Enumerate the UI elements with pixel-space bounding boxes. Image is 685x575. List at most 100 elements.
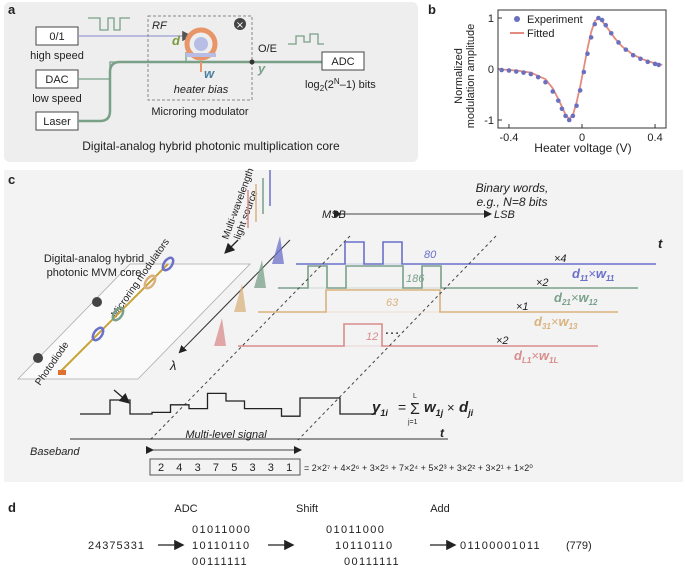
analog-pulse-icon xyxy=(288,33,324,45)
adc-bits-label: log2(2N–1) bits xyxy=(305,77,376,93)
time-axis-label: t xyxy=(658,236,663,251)
adc-box-label: ADC xyxy=(331,56,354,68)
microring-box xyxy=(147,15,253,101)
bit-waveform xyxy=(258,289,618,313)
light-arrow xyxy=(224,239,239,254)
experiment-point xyxy=(563,113,568,119)
eq-sum: Σ xyxy=(410,401,420,418)
row-value: 12 xyxy=(366,331,378,343)
row-multiplier: ×4 xyxy=(554,253,567,265)
mvm-title-line2: photonic MVM core xyxy=(47,267,142,279)
row-multiplier: ×2 xyxy=(536,277,549,289)
eq-sum-top: L xyxy=(413,393,417,400)
eq-w: w1j xyxy=(424,399,444,418)
experiment-point xyxy=(616,40,621,45)
oe-label: O/E xyxy=(258,43,277,55)
panel-b: b Normalized modulation amplitude 10-1 -… xyxy=(428,2,667,155)
expansion-text: = 2×2⁷ + 4×2⁶ + 3×2⁵ + 7×2⁴ + 5×2³ + 3×2… xyxy=(304,463,533,473)
row-multiplier: ×2 xyxy=(496,335,509,347)
y-label: y xyxy=(257,61,266,76)
row-value: 80 xyxy=(424,249,437,261)
experiment-point xyxy=(543,79,548,85)
panel-a-caption: Digital-analog hybrid photonic multiplic… xyxy=(82,139,340,153)
experiment-point xyxy=(499,67,504,73)
digital-pulse-icon xyxy=(88,17,130,31)
experiment-point xyxy=(599,17,605,23)
spectrum-peak-icon xyxy=(272,236,284,264)
digit: 7 xyxy=(213,462,219,474)
experiment-point xyxy=(513,69,519,74)
digit: 2 xyxy=(158,462,164,474)
row-value: 63 xyxy=(386,297,399,309)
bit-rows: 80×4d11×w11186×2d21×w1263×1d31×w1312×2dL… xyxy=(214,236,656,365)
high-speed-box-label: 0/1 xyxy=(49,31,64,43)
row-product-label: d21×w12 xyxy=(554,290,598,307)
experiment-point xyxy=(577,88,583,93)
x-tick-label: -0.4 xyxy=(499,132,518,144)
adc-box xyxy=(321,51,365,71)
experiment-point xyxy=(581,69,587,75)
bit-waveform xyxy=(296,241,656,265)
baseband-label: Baseband xyxy=(30,446,80,458)
laser-box-label: Laser xyxy=(43,116,71,128)
spectrum-peak-icon xyxy=(214,318,226,346)
y-ticks: 10-1 xyxy=(484,13,502,127)
eq-equals: = xyxy=(398,399,406,415)
ring-icon-3 xyxy=(143,274,157,290)
digit: 1 xyxy=(286,462,292,474)
panel-d: d ADC Shift Add 24375331 01011000 101101… xyxy=(8,500,592,568)
experiment-point xyxy=(550,89,556,94)
spectrum-peak-icon xyxy=(254,260,266,288)
ring-icon-4 xyxy=(161,256,175,272)
multilevel-label: Multi-level signal xyxy=(185,429,267,441)
rf-label: RF xyxy=(152,20,168,32)
oe-node xyxy=(249,59,255,65)
experiment-point xyxy=(630,52,636,58)
experiment-point xyxy=(506,68,512,73)
wavelength-axis xyxy=(178,239,291,354)
panel-a-label: a xyxy=(8,2,16,17)
digit: 3 xyxy=(250,462,256,474)
dac-box-label: DAC xyxy=(45,74,68,86)
adc-row-3: 00111111 xyxy=(192,556,248,568)
binary-words-line2: e.g., N=8 bits xyxy=(476,195,547,209)
input-digits: 24375331 xyxy=(88,540,145,552)
panel-a-background xyxy=(4,2,418,162)
microring-icon xyxy=(184,27,218,61)
multiply-icon xyxy=(234,18,246,30)
row-product-label: d11×w11 xyxy=(572,266,615,283)
result-decimal: (779) xyxy=(566,540,592,552)
eq-d: dji xyxy=(459,399,474,418)
w-label: w xyxy=(204,66,215,81)
y-axis-title-line2: modulation amplitude xyxy=(465,24,477,129)
x-axis-title: Heater voltage (V) xyxy=(534,141,631,155)
experiment-point xyxy=(652,61,658,67)
experiment-point xyxy=(566,117,572,123)
digit-box xyxy=(149,458,301,476)
fitted-line xyxy=(501,16,663,121)
shift-row-2: 10110110 xyxy=(335,540,394,552)
experiment-point xyxy=(521,70,526,75)
plot-series xyxy=(499,15,663,123)
shift-step-label: Shift xyxy=(296,503,318,515)
adc-row-1: 01011000 xyxy=(192,524,251,536)
digit: 3 xyxy=(195,462,201,474)
microring-modulator-label: Microring modulator xyxy=(151,106,249,118)
low-speed-text: low speed xyxy=(32,93,82,105)
heater-bias-label: heater bias xyxy=(174,84,229,96)
experiment-point xyxy=(528,71,534,77)
baseband-time-label: t xyxy=(440,426,445,440)
d-label: d xyxy=(172,33,181,48)
experiment-point xyxy=(603,22,609,28)
y-tick-label: 1 xyxy=(488,13,494,25)
rows-ellipsis: … xyxy=(384,321,400,338)
dac-line xyxy=(78,52,187,80)
x-tick-label: 0.4 xyxy=(647,132,662,144)
laser-waveguide xyxy=(78,60,245,123)
shift-row-1: 01011000 xyxy=(326,524,385,536)
projection-line-lsb xyxy=(297,235,497,441)
sum-circle-icon xyxy=(33,353,43,363)
experiment-point xyxy=(559,106,565,112)
msb-label: MSB xyxy=(322,209,346,221)
